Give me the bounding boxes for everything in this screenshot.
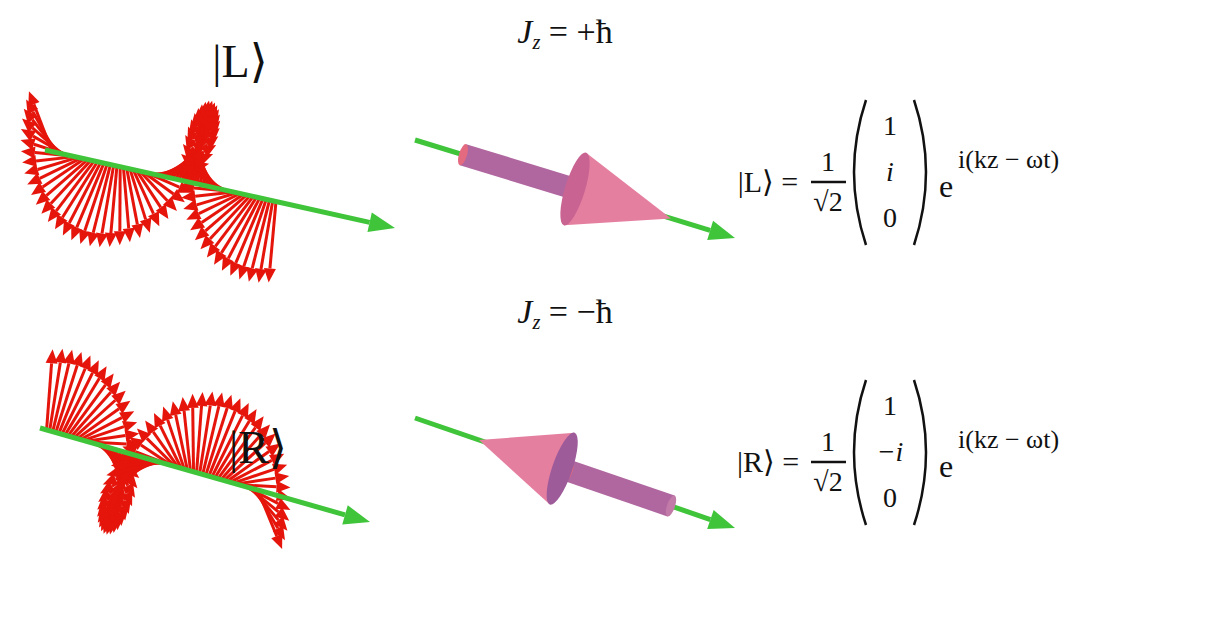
propagation-axis: [40, 428, 345, 515]
field-arrowhead: [148, 211, 159, 226]
spin-shaft: [460, 144, 578, 199]
shaft-end: [664, 494, 679, 517]
field-arrowhead: [230, 398, 241, 413]
axis-arrowhead: [342, 505, 370, 524]
text-group: Jz = +ħ: [517, 15, 612, 53]
field-arrowhead: [186, 208, 201, 220]
spin-shaft: [565, 460, 675, 516]
text-group: e: [939, 170, 953, 202]
text-group: Jz = −ħ: [517, 295, 612, 333]
fraction-bar: [811, 461, 846, 464]
field-arrowhead: [178, 397, 190, 412]
field-arrowhead: [80, 356, 91, 371]
math-label: i(kz − ωt): [958, 145, 1059, 174]
spin-arrows: [415, 140, 735, 529]
text-group: 1: [821, 428, 835, 456]
text-group: 1: [821, 148, 835, 176]
math-label: J: [517, 293, 532, 330]
right-paren: [914, 380, 926, 525]
field-arrowhead: [131, 223, 143, 238]
field-arrowhead: [119, 411, 134, 423]
text-group: 0: [883, 484, 897, 512]
math-label: √2: [813, 186, 842, 217]
text-group: |L⟩: [212, 39, 267, 85]
math-label: |R⟩ =: [737, 445, 799, 478]
left-paren: [854, 380, 866, 525]
helix-arrows: [21, 91, 395, 549]
math-label: i: [886, 156, 894, 187]
axis-arrowhead: [707, 221, 735, 240]
matrix-brackets: [811, 100, 926, 525]
text-group: 1: [883, 392, 897, 420]
text-group: |L⟩ =: [738, 167, 798, 197]
math-label: −i: [877, 436, 904, 467]
text-group: i(kz − ωt): [958, 427, 1059, 453]
field-arrowhead: [123, 228, 135, 242]
math-label: 1: [883, 390, 897, 421]
text-group: |R⟩ =: [737, 447, 799, 477]
field-arrowhead: [111, 459, 125, 471]
field-arrowhead: [187, 394, 199, 408]
math-label: 1: [883, 110, 897, 141]
math-label: = +ħ: [549, 13, 613, 50]
math-label: 1: [821, 426, 835, 457]
field-arrowhead: [114, 231, 126, 245]
axis-arrowhead: [707, 510, 735, 529]
text-group: −i: [877, 438, 904, 466]
field-arrowhead: [264, 268, 276, 282]
field-arrowhead: [276, 481, 290, 493]
cone-base: [554, 150, 595, 229]
field-arrowhead: [27, 173, 42, 185]
math-label: |R⟩: [229, 422, 287, 473]
field-arrowhead: [122, 421, 137, 432]
text-group: e: [939, 450, 953, 482]
text-group: √2: [813, 468, 842, 496]
math-label: z: [532, 311, 540, 333]
text-group: 0: [883, 204, 897, 232]
math-label: z: [532, 31, 540, 53]
field-arrowhead: [105, 232, 117, 246]
field-arrow: [191, 408, 195, 472]
shaft-end: [456, 143, 470, 166]
math-label: = −ħ: [549, 293, 613, 330]
math-label: 0: [883, 482, 897, 513]
propagation-axis: [415, 140, 710, 230]
text-group: √2: [813, 188, 842, 216]
field-arrow: [184, 411, 190, 471]
fraction-bar: [811, 181, 846, 184]
math-label: |L⟩ =: [738, 165, 798, 198]
math-label: √2: [813, 466, 842, 497]
axis-arrowhead: [367, 213, 395, 233]
left-paren: [854, 100, 866, 245]
math-label: 1: [821, 146, 835, 177]
math-label: |L⟩: [212, 36, 267, 87]
field-arrowhead: [271, 534, 282, 549]
text-group: |R⟩: [229, 425, 287, 471]
text-group: 1: [883, 112, 897, 140]
math-label: e: [939, 448, 953, 484]
text-group: i: [886, 158, 894, 186]
propagation-axis: [45, 150, 370, 222]
field-arrowhead: [140, 218, 151, 233]
math-label: 0: [883, 202, 897, 233]
field-arrow: [111, 166, 117, 233]
math-label: J: [517, 13, 532, 50]
math-label: i(kz − ωt): [958, 425, 1059, 454]
text-group: i(kz − ωt): [958, 147, 1059, 173]
field-arrow: [118, 167, 121, 232]
field-arrow: [270, 201, 276, 268]
math-label: e: [939, 168, 953, 204]
propagation-axis: [415, 418, 710, 520]
cone-base: [540, 429, 584, 507]
right-paren: [914, 100, 926, 245]
